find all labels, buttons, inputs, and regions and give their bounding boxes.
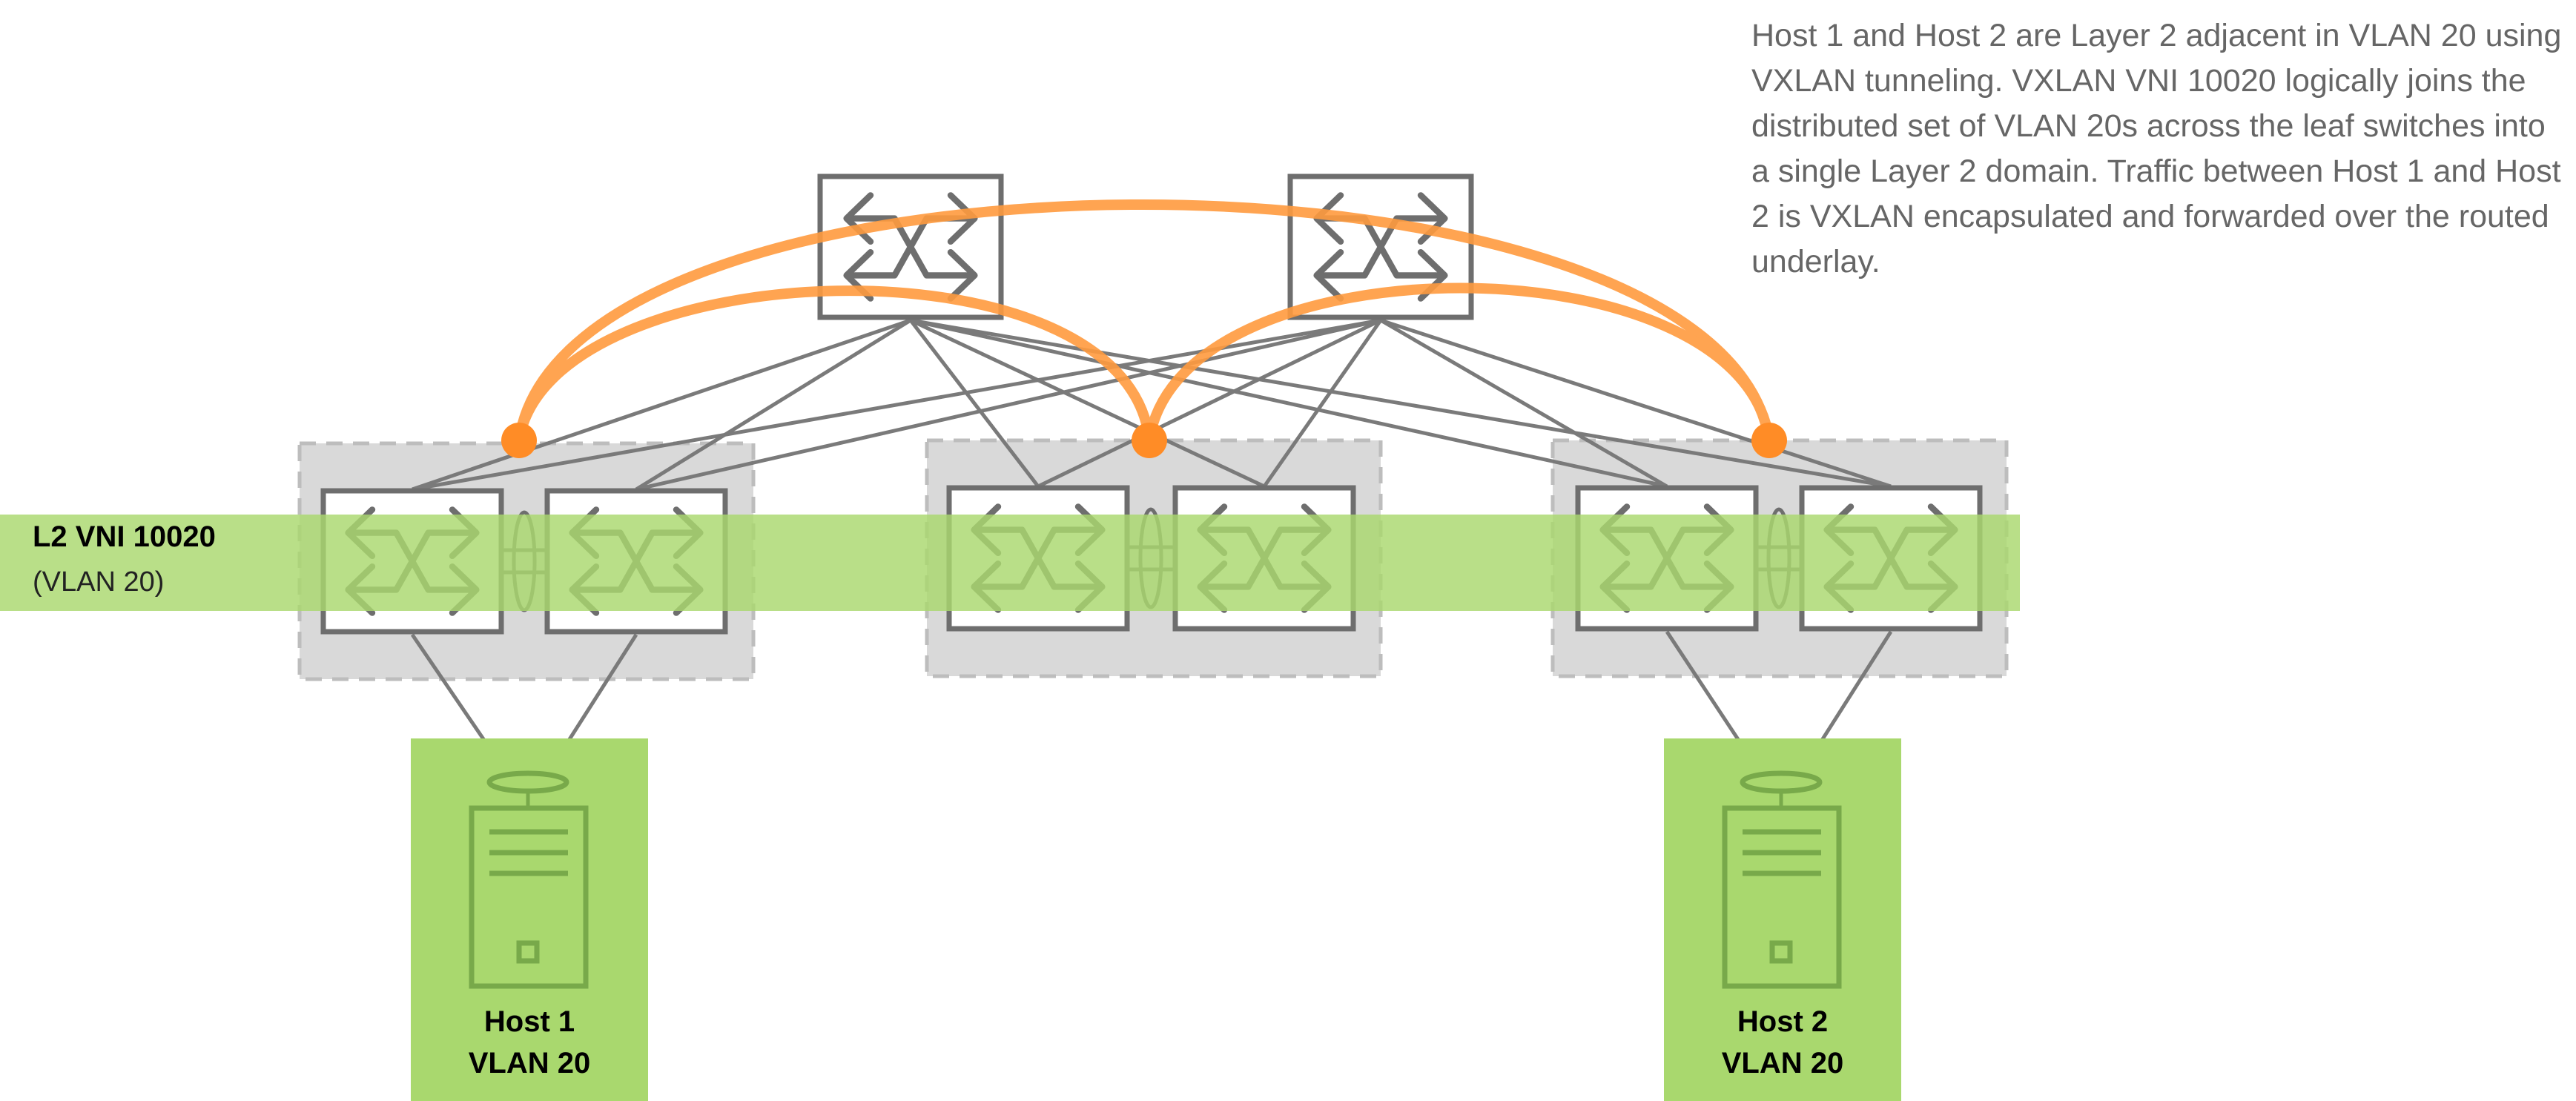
host-1-vlan: VLAN 20 (468, 1047, 591, 1079)
host-1-name: Host 1 (483, 1005, 575, 1038)
vtep-points (501, 423, 1787, 458)
host-2-label: Host 2 VLAN 20 (1664, 1001, 1901, 1084)
host-1-label: Host 1 VLAN 20 (411, 1001, 648, 1084)
vtep-dot-icon (501, 423, 537, 458)
host-2-name: Host 2 (1737, 1005, 1829, 1038)
host-1 (411, 738, 648, 1101)
diagram-description: Host 1 and Host 2 are Layer 2 adjacent i… (1751, 18, 2562, 280)
server-icon (1722, 770, 1842, 989)
vtep-dot-icon (1132, 423, 1167, 458)
vxlan-tunnels (514, 199, 1774, 446)
vtep-dot-icon (1751, 423, 1787, 458)
vni-band-title: L2 VNI 10020 (33, 520, 216, 553)
tunnel-leaf2-leaf3 (1144, 282, 1774, 446)
host-2-vlan: VLAN 20 (1721, 1047, 1844, 1079)
tunnel-leaf1-leaf2 (514, 285, 1155, 446)
underlay-links (412, 318, 1892, 492)
vni-band (0, 515, 2020, 611)
tunnel-leaf1-leaf3 (514, 199, 1774, 446)
vni-band-subtitle: (VLAN 20) (33, 566, 165, 598)
host-2 (1664, 738, 1901, 1101)
